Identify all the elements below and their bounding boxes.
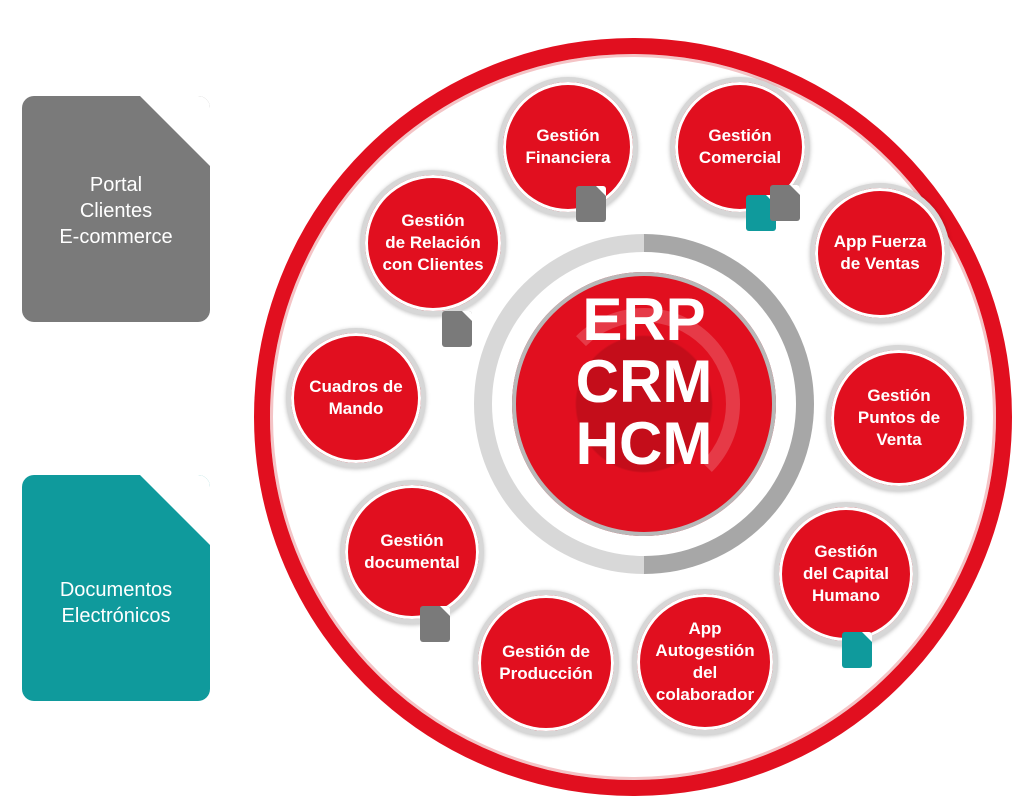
document-fold-icon <box>140 475 210 545</box>
document-icon <box>420 606 450 642</box>
module-label: Gestión del Capital Humano <box>803 542 889 605</box>
portal-clientes-label: Portal Clientes E-commerce <box>59 174 173 248</box>
module-gestion-relacion-clientes: Gestión de Relación con Clientes <box>360 170 506 316</box>
module-gestion-capital-humano: Gestión del Capital Humano <box>774 502 918 646</box>
module-label: Gestión documental <box>364 531 460 572</box>
module-cuadros-mando: Cuadros de Mando <box>286 328 426 468</box>
center-label: ERP CRM HCM <box>575 286 713 477</box>
document-fold-icon <box>140 96 210 166</box>
document-icon <box>770 185 800 221</box>
module-app-autogestion: App Autogestión del colaborador <box>632 589 778 735</box>
module-label: Gestión Puntos de Venta <box>857 386 941 449</box>
module-label: App Autogestión del colaborador <box>655 619 755 704</box>
documentos-electronicos-label: Documentos Electrónicos <box>59 579 173 627</box>
documentos-electronicos-card: Documentos Electrónicos <box>22 475 210 701</box>
module-label: Cuadros de Mando <box>309 377 403 418</box>
portal-clientes-card: Portal Clientes E-commerce <box>22 96 210 322</box>
module-gestion-financiera: Gestión Financiera <box>498 77 638 217</box>
module-gestion-documental: Gestión documental <box>340 480 484 624</box>
document-icon <box>842 632 872 668</box>
module-label: Gestión de Producción <box>499 642 593 683</box>
module-app-fuerza-ventas: App Fuerza de Ventas <box>810 183 950 323</box>
module-label: Gestión Financiera <box>525 126 611 167</box>
document-icon <box>576 186 606 222</box>
module-gestion-produccion: Gestión de Producción <box>473 590 619 736</box>
module-label: Gestión de Relación con Clientes <box>382 211 484 274</box>
module-label: Gestión Comercial <box>698 126 782 167</box>
module-label: App Fuerza de Ventas <box>833 232 927 273</box>
module-gestion-puntos-venta: Gestión Puntos de Venta <box>826 345 972 491</box>
document-icon <box>442 311 472 347</box>
